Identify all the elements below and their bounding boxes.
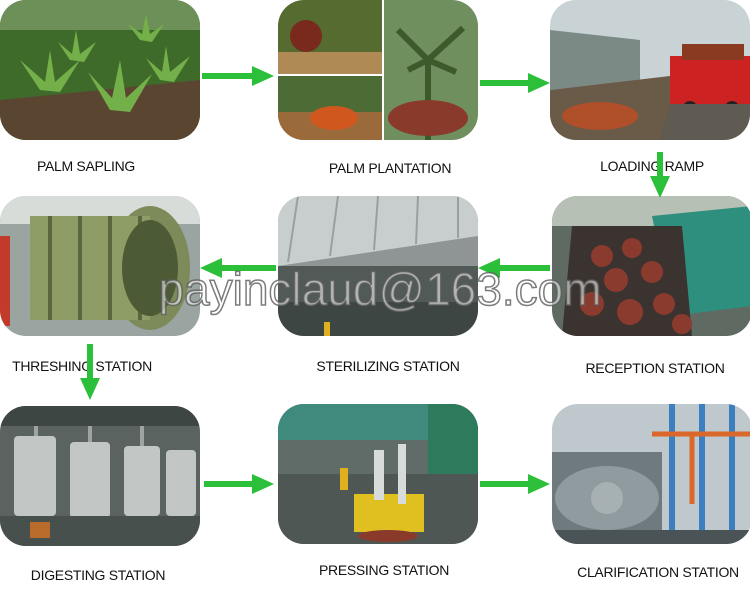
arrow-reception-to-sterilizing (478, 258, 550, 278)
label-reception-station: RECEPTION STATION (585, 360, 725, 376)
label-palm-plantation: PALM PLANTATION (328, 160, 452, 176)
label-threshing-station: THRESHING STATION (12, 358, 152, 374)
label-pressing-station: PRESSING STATION (318, 562, 450, 578)
photo-digesting-station (0, 406, 200, 546)
photo-loading-ramp (550, 0, 750, 140)
photo-clarification-station (552, 404, 750, 544)
arrow-threshing-to-digesting (80, 344, 100, 400)
arrow-loading-to-reception (650, 152, 670, 198)
label-palm-sapling: PALM SAPLING (36, 158, 136, 174)
photo-palm-plantation (278, 0, 478, 140)
label-digesting-station: DIGESTING STATION (30, 567, 166, 583)
photo-threshing-station (0, 196, 200, 336)
photo-pressing-station (278, 404, 478, 544)
arrow-digesting-to-pressing (204, 474, 274, 494)
label-sterilizing-station: STERILIZING STATION (316, 358, 460, 374)
label-clarification-station: CLARIFICATION STATION (577, 564, 739, 580)
arrow-sapling-to-plantation (202, 66, 274, 86)
arrow-sterilizing-to-threshing (200, 258, 276, 278)
photo-palm-sapling (0, 0, 200, 140)
label-loading-ramp: LOADING RAMP (600, 158, 704, 174)
arrow-pressing-to-clarification (480, 474, 550, 494)
photo-sterilizing-station (278, 196, 478, 336)
arrow-plantation-to-loading (480, 73, 550, 93)
photo-reception-station (552, 196, 750, 336)
